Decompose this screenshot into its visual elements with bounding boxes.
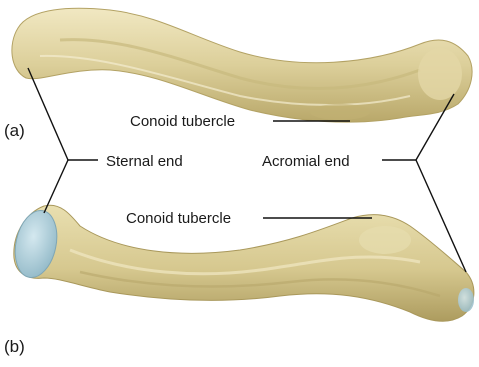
label-acromial-end: Acromial end — [262, 153, 350, 170]
acromial-articular-surface — [458, 288, 474, 312]
sternal-end-leader-bottom — [44, 160, 68, 213]
clavicle-superior-view — [12, 8, 472, 122]
label-conoid-tubercle-top: Conoid tubercle — [130, 113, 235, 130]
label-conoid-tubercle-bottom: Conoid tubercle — [126, 210, 231, 227]
label-sternal-end: Sternal end — [106, 153, 183, 170]
panel-label-a: (a) — [4, 121, 25, 140]
sternal-end-leader-top — [28, 68, 68, 160]
clavicle-inferior-view — [14, 205, 474, 321]
panel-label-b: (b) — [4, 337, 25, 356]
